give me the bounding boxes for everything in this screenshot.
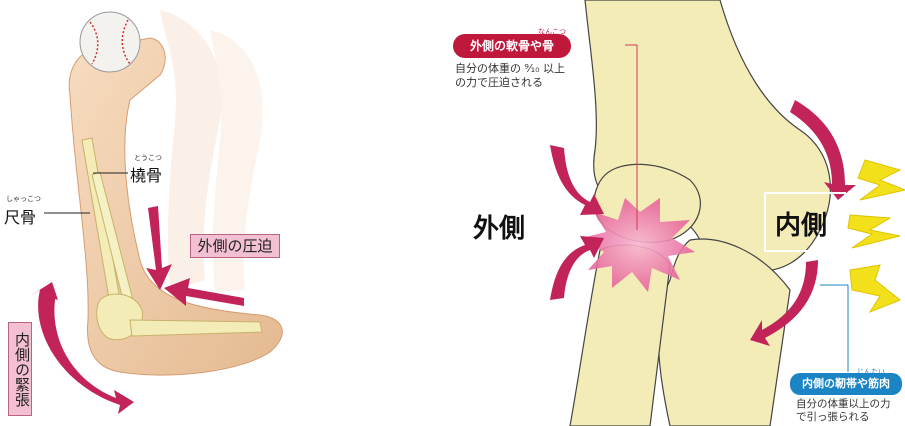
radius-label: 橈骨 — [130, 162, 162, 186]
lightning-icons — [848, 160, 905, 312]
medial-badge-text: 内側の靭帯や筋肉 — [802, 377, 890, 390]
tension-label-box: 内側の緊張 — [8, 322, 32, 416]
lateral-note-line2: の力で圧迫される — [455, 76, 565, 90]
lateral-side-label: 外側 — [473, 208, 525, 245]
ulna-label: 尺骨 — [4, 204, 36, 228]
medial-side-label: 内側 — [775, 205, 827, 242]
tension-label: 内側の緊張 — [13, 332, 31, 407]
lateral-badge: 外側の軟骨や骨 — [453, 34, 571, 58]
medial-note-line1: 自分の体重以上の力 — [796, 398, 891, 411]
ulna-ruby: しゃっこつ — [6, 194, 41, 204]
compression-label: 外側の圧迫 — [197, 237, 272, 255]
medial-note-line2: で引っ張られる — [796, 411, 891, 424]
medial-badge: 内側の靭帯や筋肉 — [790, 373, 902, 395]
lateral-note: 自分の体重の ⁹⁄₁₀ 以上 の力で圧迫される — [455, 62, 565, 90]
lateral-badge-text: 外側の軟骨や骨 — [470, 39, 554, 53]
compression-label-box: 外側の圧迫 — [190, 234, 280, 258]
lateral-note-line1: 自分の体重の ⁹⁄₁₀ 以上 — [455, 62, 565, 76]
baseball — [80, 12, 140, 72]
medial-note: 自分の体重以上の力 で引っ張られる — [796, 398, 891, 424]
